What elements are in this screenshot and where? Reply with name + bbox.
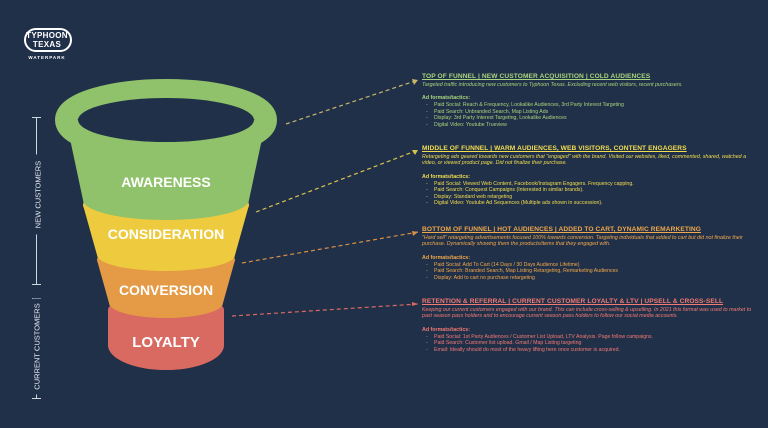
funnel-block-retention: RETENTION & REFERRAL | CURRENT CUSTOMER … (422, 298, 752, 353)
block-tactics-list: Paid Social: Reach & Frequency, Lookalik… (422, 102, 752, 128)
funnel-stage-awareness: AWARENESS (55, 79, 277, 220)
typhoon-texas-logo: TYPHOON TEXAS WATERPARK (18, 20, 76, 66)
block-formats-label: Ad formats/tactics: (422, 254, 470, 261)
block-formats-label: Ad formats/tactics: (422, 173, 470, 180)
block-description: Targeted traffic introducing new custome… (422, 82, 683, 88)
block-tactics-list: Paid Social: Add To Cart (14 Days / 30 D… (422, 262, 752, 281)
list-item: Display: Add to cart no purchase retarge… (434, 275, 752, 281)
list-item: Paid Social: Reach & Frequency, Lookalik… (434, 102, 752, 108)
list-item: Paid Search: Conquest Campaigns (Interes… (434, 187, 752, 193)
new-customers-bracket-bottom (32, 284, 41, 285)
list-item: Paid Search: Customer list upload. Gmail… (434, 340, 752, 346)
connector-conversion (241, 231, 419, 264)
block-description: Retargeting ads geared towards new custo… (422, 154, 747, 167)
list-item: Email: Ideally should do most of the hea… (434, 347, 752, 353)
funnel-block-bottom: BOTTOM OF FUNNEL | HOT AUDIENCES | ADDED… (422, 226, 752, 281)
connector-loyalty (231, 303, 419, 317)
connector-awareness (285, 79, 419, 125)
current-customers-bracket-bottom (32, 398, 41, 399)
block-heading: TOP OF FUNNEL | NEW CUSTOMER ACQUISITION… (422, 73, 651, 80)
stage-label-loyalty: LOYALTY (132, 334, 200, 351)
list-item: Paid Search: Unbranded Search, Map Listi… (434, 109, 752, 115)
logo-brand-text: TYPHOON TEXAS (26, 31, 68, 49)
stage-label-conversion: CONVERSION (119, 282, 213, 298)
stage-label-awareness: AWARENESS (121, 174, 210, 190)
list-item: Digital Video: Youtube Trueview (434, 122, 752, 128)
list-item: Paid Social: Add To Cart (14 Days / 30 D… (434, 262, 752, 268)
list-item: Display: Standard web retargeting (434, 194, 752, 200)
funnel-block-middle: MIDDLE OF FUNNEL | WARM AUDIENCES, WEB V… (422, 145, 752, 206)
block-tactics-list: Paid Social: Viewed Web Content, Faceboo… (422, 181, 752, 207)
logo-sub-text: WATERPARK (28, 55, 66, 60)
list-item: Digital Video: Youtube Ad Sequences (Mul… (434, 200, 752, 206)
funnel-block-top: TOP OF FUNNEL | NEW CUSTOMER ACQUISITION… (422, 73, 752, 128)
connector-consideration (255, 149, 419, 213)
stage-label-consideration: CONSIDERATION (108, 226, 224, 242)
block-heading: BOTTOM OF FUNNEL | HOT AUDIENCES | ADDED… (422, 226, 701, 233)
list-item: Paid Social: 1st Party Audiences / Custo… (434, 334, 752, 340)
list-item: Paid Search: Branded Search, Map Listing… (434, 268, 752, 274)
logo-wave-shape (24, 28, 72, 52)
block-heading: RETENTION & REFERRAL | CURRENT CUSTOMER … (422, 298, 724, 305)
block-tactics-list: Paid Social: 1st Party Audiences / Custo… (422, 334, 752, 353)
block-formats-label: Ad formats/tactics: (422, 326, 470, 333)
block-formats-label: Ad formats/tactics: (422, 95, 470, 102)
block-heading: MIDDLE OF FUNNEL | WARM AUDIENCES, WEB V… (422, 145, 687, 152)
block-description: "Hard sell" retargeting advertisements f… (422, 235, 743, 248)
list-item: Display: 3rd Party Interest Targeting, L… (434, 115, 752, 121)
block-description: Keeping our current customers engaged wi… (422, 307, 752, 320)
list-item: Paid Social: Viewed Web Content, Faceboo… (434, 181, 752, 187)
